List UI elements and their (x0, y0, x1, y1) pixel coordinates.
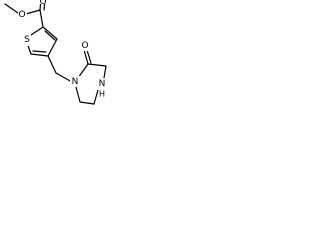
bond-n4-c5 (93, 89, 99, 105)
bond-ch2-n (55, 72, 73, 83)
bond-c2-c3 (42, 26, 58, 40)
atom-piperazine-n1: N (72, 77, 79, 87)
bond-c2-c3-inner (44, 30, 56, 41)
atom-ester-o-single: O (18, 10, 25, 20)
bond-c3-c4 (47, 38, 58, 57)
atom-piperazine-nh-n: N (99, 79, 106, 89)
bond-o-carbonyl (25, 9, 41, 15)
bond-c6-n1 (75, 86, 81, 103)
bond-c4-ch2 (47, 55, 57, 74)
bond-c3-n4 (103, 65, 107, 79)
bond-methyl-o (4, 3, 19, 14)
bond-c2-c3 (87, 63, 107, 67)
bond-s-c2 (30, 26, 44, 36)
bond-n1-c2 (77, 63, 89, 79)
atom-lactam-o: O (81, 41, 88, 51)
bond-c4-c5-inner (32, 50, 47, 53)
bond-carbonyl-c2 (39, 9, 44, 28)
molecule-svg: O O S O N N H (4, 0, 108, 105)
atom-ester-o-double: O (39, 0, 46, 7)
bond-c4-c5 (30, 53, 49, 57)
bond-c5-c6 (79, 101, 95, 105)
atom-piperazine-nh-h: H (99, 90, 105, 99)
bond-c2-o-a (83, 49, 89, 65)
bond-c2-o-b (86, 49, 92, 64)
atom-thiophene-s: S (24, 35, 30, 45)
structure-diagram: O O S O N N H (0, 0, 113, 117)
